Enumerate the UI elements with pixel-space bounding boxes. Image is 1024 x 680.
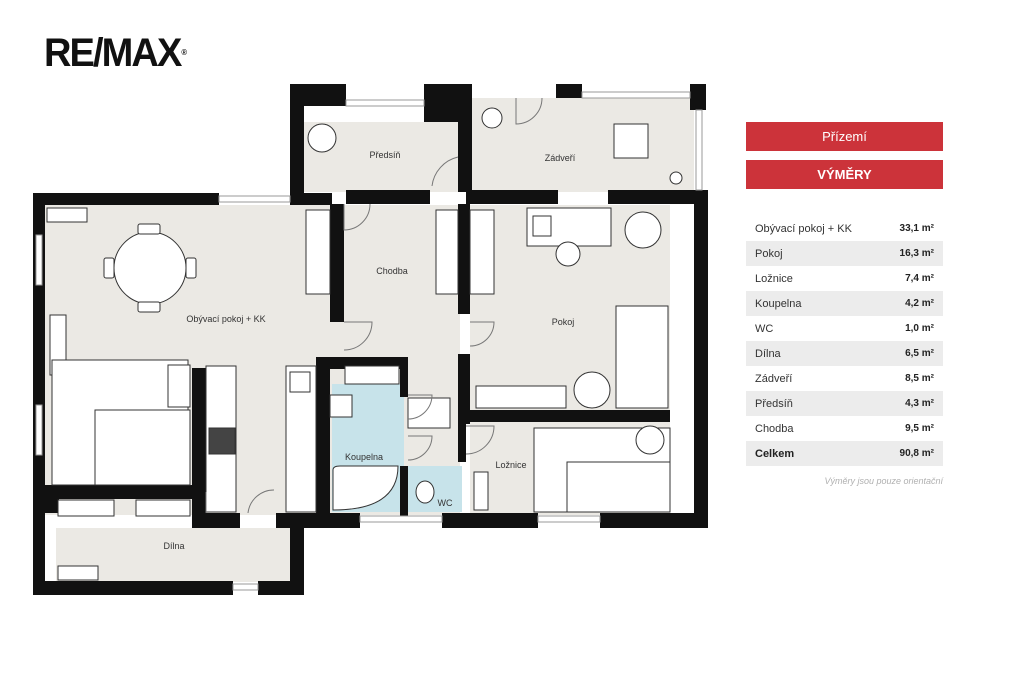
windows [35, 91, 703, 591]
area-name: Obývací pokoj + KK [755, 222, 852, 235]
floor-button[interactable]: Přízemí [746, 122, 943, 151]
room-label-room: Pokoj [552, 317, 575, 327]
floor-plan: Obývací pokoj + KK Předsíň Zádveří Chodb… [33, 84, 708, 595]
areas-note: Výměry jsou pouze orientační [824, 476, 943, 486]
area-row: Předsíň 4,3 m² [746, 391, 943, 416]
area-value: 16,3 m² [899, 248, 934, 259]
area-name: Ložnice [755, 272, 793, 285]
room-label-bedroom: Ložnice [495, 460, 526, 470]
remax-logo: RE/MAX® [44, 31, 187, 75]
room-label-hall-entry: Předsíň [369, 150, 400, 160]
room-label-wc: WC [438, 498, 453, 508]
area-value: 4,2 m² [905, 298, 934, 309]
area-name: Zádveří [755, 372, 793, 385]
area-row: Ložnice 7,4 m² [746, 266, 943, 291]
area-row: Koupelna 4,2 m² [746, 291, 943, 316]
area-table: Obývací pokoj + KK 33,1 m² Pokoj 16,3 m² L… [746, 216, 943, 466]
area-value: 6,5 m² [905, 348, 934, 359]
room-label-porch: Zádveří [545, 153, 576, 163]
area-row: Obývací pokoj + KK 33,1 m² [746, 216, 943, 241]
area-value: 33,1 m² [899, 223, 934, 234]
area-name: Pokoj [755, 247, 783, 260]
room-label-corridor: Chodba [376, 266, 408, 276]
room-label-workshop: Dílna [163, 541, 184, 551]
area-value: 7,4 m² [905, 273, 934, 284]
area-row: Chodba 9,5 m² [746, 416, 943, 441]
area-value: 8,5 m² [905, 373, 934, 384]
area-row: Dílna 6,5 m² [746, 341, 943, 366]
area-name: Dílna [755, 347, 781, 360]
area-name: Koupelna [755, 297, 802, 310]
area-name: Chodba [755, 422, 794, 435]
room-label-bathroom: Koupelna [345, 452, 383, 462]
area-value: 9,5 m² [905, 423, 934, 434]
area-total-row: Celkem 90,8 m² [746, 441, 943, 466]
area-name: Celkem [755, 447, 795, 460]
doors [205, 97, 543, 514]
area-row: WC 1,0 m² [746, 316, 943, 341]
areas-button[interactable]: VÝMĚRY [746, 160, 943, 189]
area-name: WC [755, 322, 774, 335]
furniture [46, 107, 683, 581]
room-label-living: Obývací pokoj + KK [186, 314, 265, 324]
area-value: 4,3 m² [905, 398, 934, 409]
area-value: 1,0 m² [905, 323, 934, 334]
area-name: Předsíň [755, 397, 793, 410]
area-row: Pokoj 16,3 m² [746, 241, 943, 266]
area-row: Zádveří 8,5 m² [746, 366, 943, 391]
area-value: 90,8 m² [899, 448, 934, 459]
walls [33, 84, 708, 595]
